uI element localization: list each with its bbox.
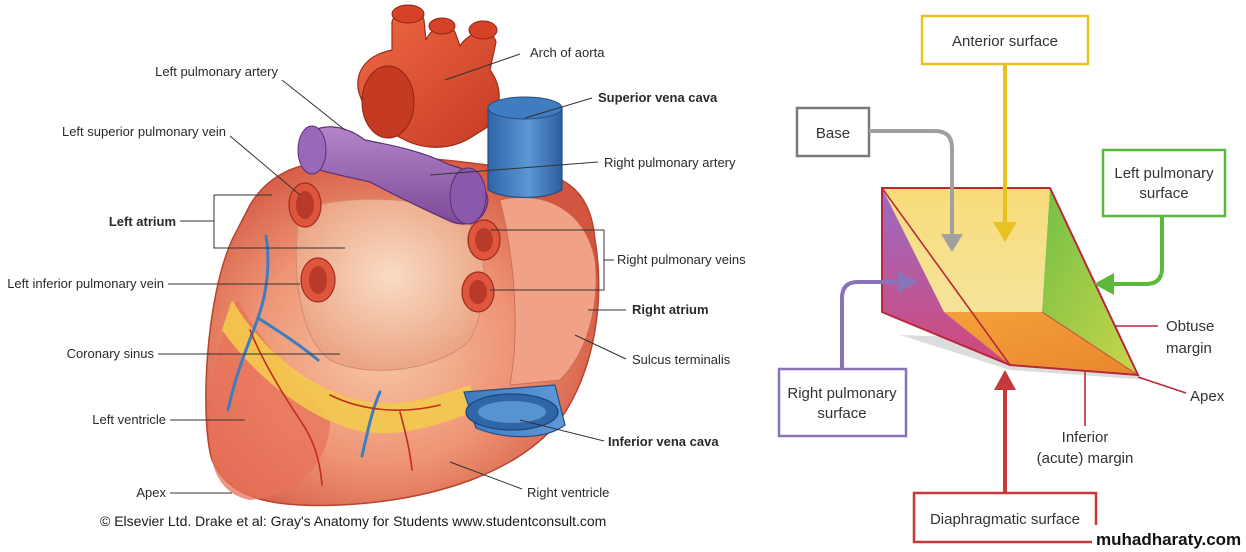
aorta-branch-3 xyxy=(468,20,498,40)
coronary-groove-fat xyxy=(222,300,478,434)
label-inferior-vena-cava: Inferior vena cava xyxy=(608,434,719,449)
label-sulcus-terminalis: Sulcus terminalis xyxy=(632,352,731,367)
label-right-ventricle: Right ventricle xyxy=(527,485,609,500)
heart-labels: Arch of aorta Left pulmonary artery Supe… xyxy=(7,45,746,500)
left-pulmonary-surface-box xyxy=(1101,148,1227,218)
copyright-credit: © Elsevier Ltd. Drake et al: Gray's Anat… xyxy=(100,513,606,529)
right-pulmonary-artery-end xyxy=(449,167,487,225)
left-pulmonary-surface-label-2: surface xyxy=(1139,185,1188,202)
label-coronary-sinus: Coronary sinus xyxy=(67,346,155,361)
aorta-branch-1 xyxy=(391,4,425,24)
aorta-branch-2 xyxy=(428,17,456,35)
label-apex-heart: Apex xyxy=(136,485,166,500)
left-pulmonary-artery-end xyxy=(297,125,327,175)
anterior-surface-label: Anterior surface xyxy=(952,33,1058,50)
left-pulmonary-arrow xyxy=(1112,216,1164,286)
heart-schematic: Anterior surface Base Left pulmonary sur… xyxy=(777,14,1227,544)
label-right-atrium: Right atrium xyxy=(632,302,709,317)
diaphragmatic-surface-label: Diaphragmatic surface xyxy=(930,511,1080,528)
leader-lines xyxy=(158,53,627,494)
label-left-inferior-pulmonary-vein: Left inferior pulmonary vein xyxy=(7,276,164,291)
aorta-lumen xyxy=(361,65,415,139)
coronary-arteries xyxy=(249,329,441,486)
apex-leader xyxy=(1137,376,1187,394)
superior-vena-cava xyxy=(487,107,563,199)
svc-opening xyxy=(487,96,563,120)
coronary-veins xyxy=(226,234,382,458)
base-label: Base xyxy=(816,125,850,142)
label-left-superior-pulmonary-vein: Left superior pulmonary vein xyxy=(62,124,226,139)
diaphragmatic-surface-box xyxy=(912,491,1098,544)
base-arrow xyxy=(869,129,954,236)
left-pulmonary-face xyxy=(1042,188,1138,375)
obtuse-margin-label-1: Obtuse xyxy=(1166,318,1214,335)
diaphragmatic-face xyxy=(944,312,1138,375)
label-right-pulmonary-artery: Right pulmonary artery xyxy=(604,155,736,170)
watermark: muhadharaty.com xyxy=(1096,530,1241,549)
prism-outline xyxy=(881,187,1140,377)
label-left-ventricle: Left ventricle xyxy=(92,412,166,427)
right-atrium-region xyxy=(499,197,597,386)
label-superior-vena-cava: Superior vena cava xyxy=(598,90,718,105)
right-pulmonary-surface-label-2: surface xyxy=(817,405,866,422)
right-pulmonary-surface-label-1: Right pulmonary xyxy=(787,385,897,402)
margin-inner-2 xyxy=(1041,311,1139,376)
right-pulmonary-surface-box xyxy=(777,367,908,438)
left-pulmonary-surface-label-1: Left pulmonary xyxy=(1114,165,1214,182)
watermark-bg xyxy=(1092,525,1246,552)
label-right-pulmonary-veins: Right pulmonary veins xyxy=(617,252,746,267)
pulmonary-artery xyxy=(299,126,489,225)
margin-inner-1 xyxy=(881,187,1011,366)
label-arch-of-aorta: Arch of aorta xyxy=(530,45,605,60)
heart-illustration xyxy=(205,4,600,507)
apex-schematic-label: Apex xyxy=(1190,388,1225,405)
right-pulmonary-face xyxy=(882,188,1010,365)
inferior-margin-label-1: Inferior xyxy=(1062,429,1109,446)
inferior-margin-label-2: (acute) margin xyxy=(1037,450,1134,467)
obtuse-margin-label-2: margin xyxy=(1166,340,1212,357)
label-left-pulmonary-artery: Left pulmonary artery xyxy=(155,64,278,79)
right-pulmonary-arrow xyxy=(840,280,900,369)
anterior-surface-box xyxy=(920,14,1090,66)
label-left-atrium: Left atrium xyxy=(109,214,176,229)
anterior-face xyxy=(882,188,1050,312)
